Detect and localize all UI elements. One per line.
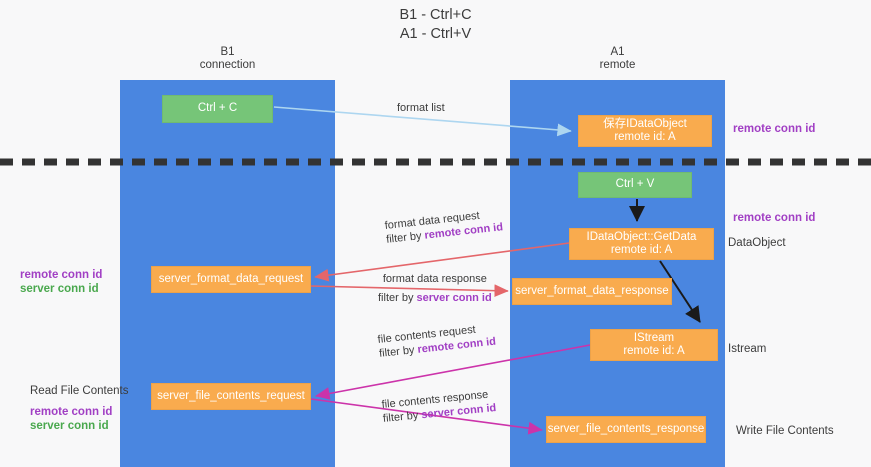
note-read-file-contents-server: server conn id xyxy=(30,420,109,432)
edge-label-format-data-response-line2: filter by server conn id xyxy=(378,291,492,305)
note-remote-conn-id-top-text: remote conn id xyxy=(733,123,816,135)
note-write-file-contents-text: Write File Contents xyxy=(736,425,834,437)
column-header-b1-subtitle: connection xyxy=(199,59,256,71)
column-header-b1: B1 connection xyxy=(120,46,335,72)
box-server-file-contents-request-label: server_file_contents_request xyxy=(157,389,305,402)
note-conn-ids-format-remote: remote conn id xyxy=(20,269,103,281)
edge-label-format-data-response-key: server conn id xyxy=(416,292,492,304)
box-server-format-data-response-label: server_format_data_response xyxy=(515,284,669,297)
box-server-format-data-request[interactable]: server_format_data_request xyxy=(151,266,311,293)
box-server-format-data-response[interactable]: server_format_data_response xyxy=(512,278,672,305)
box-ctrl-c-label: Ctrl + C xyxy=(197,102,238,115)
title-line-2: A1 - Ctrl+V xyxy=(399,26,472,42)
box-istream-label: IStream xyxy=(633,331,675,344)
edge-label-format-data-request: format data request filter by remote con… xyxy=(384,206,504,247)
note-remote-conn-id-mid: remote conn id xyxy=(733,211,815,225)
box-istream-sublabel: remote id: A xyxy=(623,345,685,357)
box-istream[interactable]: IStream remote id: A xyxy=(590,329,718,361)
edge-label-format-data-response-prefix: filter by xyxy=(378,292,417,304)
note-istream: Istream xyxy=(728,342,766,356)
box-ctrl-v-label: Ctrl + V xyxy=(615,178,655,191)
page-title: B1 - Ctrl+C A1 - Ctrl+V xyxy=(0,6,871,44)
note-remote-conn-id-mid-text: remote conn id xyxy=(733,212,816,224)
note-remote-conn-id-top: remote conn id xyxy=(733,122,815,136)
note-conn-ids-format: remote conn id server conn id xyxy=(20,268,102,296)
note-read-file-contents: Read File Contents remote conn id server… xyxy=(30,384,128,433)
edge-label-file-contents-response: file contents response filter by server … xyxy=(381,387,497,426)
edge-label-format-list: format list xyxy=(397,101,445,115)
edge-label-file-contents-request: file contents request filter by remote c… xyxy=(377,321,497,361)
box-server-file-contents-response[interactable]: server_file_contents_response xyxy=(546,416,706,443)
note-write-file-contents: Write File Contents xyxy=(736,424,834,438)
edge-label-format-list-text: format list xyxy=(397,102,445,114)
edge-label-file-contents-request-prefix: filter by xyxy=(378,343,419,360)
box-store-idataobject[interactable]: 保存IDataObject remote id: A xyxy=(578,115,712,147)
box-server-file-contents-response-label: server_file_contents_response xyxy=(547,422,705,435)
box-idataobject-getdata-sublabel: remote id: A xyxy=(610,244,673,256)
note-dataobject: DataObject xyxy=(728,236,786,250)
column-header-a1-title: A1 xyxy=(610,46,625,58)
box-idataobject-getdata[interactable]: IDataObject::GetData remote id: A xyxy=(569,228,714,260)
note-read-file-contents-remote: remote conn id xyxy=(30,406,113,418)
box-server-file-contents-request[interactable]: server_file_contents_request xyxy=(151,383,311,410)
note-dataobject-text: DataObject xyxy=(728,237,786,249)
edge-label-format-data-request-prefix: filter by xyxy=(385,229,426,246)
edge-label-format-data-response: format data response filter by server co… xyxy=(378,272,492,305)
box-store-idataobject-sublabel: remote id: A xyxy=(614,131,676,143)
column-header-a1-subtitle: remote xyxy=(599,59,636,71)
note-istream-text: Istream xyxy=(728,343,767,355)
box-ctrl-v[interactable]: Ctrl + V xyxy=(578,172,692,198)
edge-label-format-data-response-line1: format data response xyxy=(382,273,487,285)
title-line-1: B1 - Ctrl+C xyxy=(399,7,472,23)
box-store-idataobject-label: 保存IDataObject xyxy=(603,117,687,130)
box-ctrl-c[interactable]: Ctrl + C xyxy=(162,95,273,123)
column-header-b1-title: B1 xyxy=(220,46,235,58)
box-idataobject-getdata-label: IDataObject::GetData xyxy=(586,230,697,243)
note-conn-ids-format-server: server conn id xyxy=(20,283,99,295)
column-header-a1: A1 remote xyxy=(510,46,725,72)
edge-label-file-contents-response-prefix: filter by xyxy=(382,409,422,425)
box-server-format-data-request-label: server_format_data_request xyxy=(158,272,304,285)
note-read-file-contents-title: Read File Contents xyxy=(30,385,129,397)
